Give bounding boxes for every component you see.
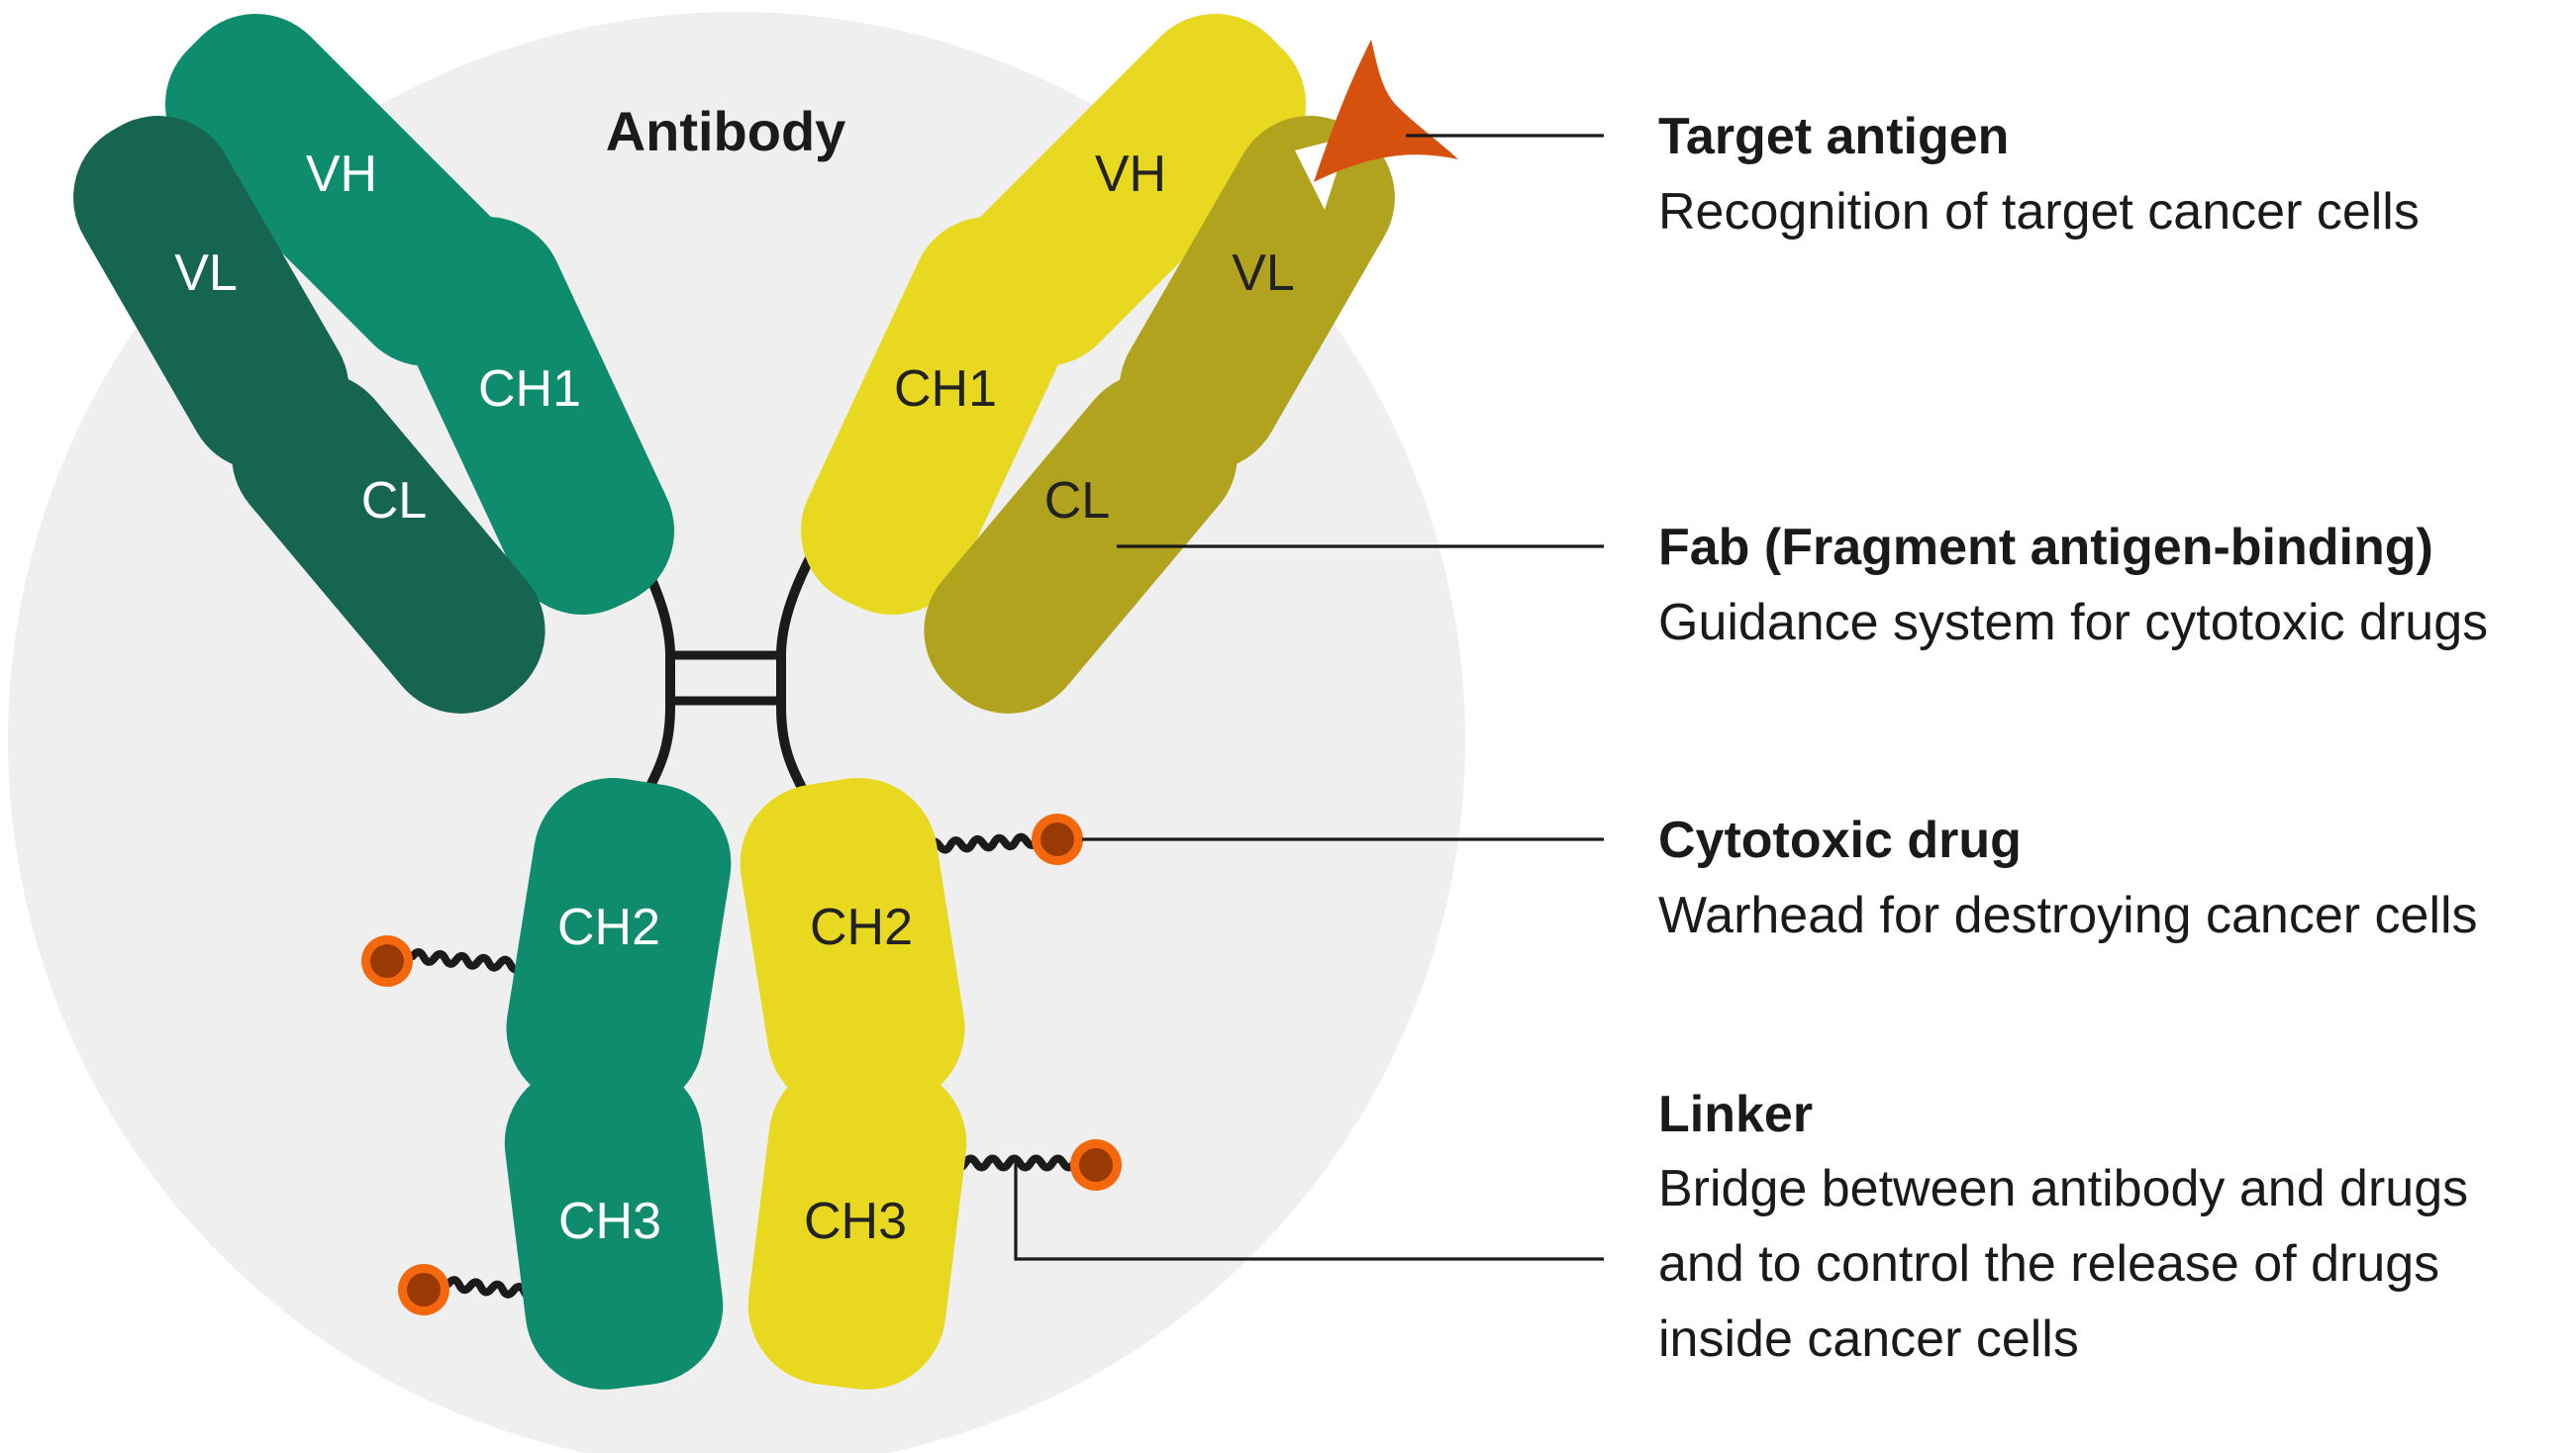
linker-wavy-ch2-right [925,832,1041,854]
leader-line-linker [1014,1156,1604,1261]
annotation-texts: Target antigen Recognition of target can… [1658,108,2488,1368]
cytotoxic-drug-icon [1070,1139,1122,1191]
domain-label-vh-left: VH [306,145,377,203]
domain-label-ch1-left: CH1 [478,360,581,418]
drug-core [1079,1148,1113,1182]
diagram-title: Antibody [606,100,846,162]
drug-core [370,944,404,978]
domain-cl-left [232,371,545,714]
domain-cl-right [924,371,1238,714]
domain-label-ch1-right: CH1 [894,360,997,418]
domain-label-vh-right: VH [1095,145,1166,203]
cytotoxic-drug-icon [1032,814,1083,865]
domain-ch2-left [506,777,732,1114]
domain-label-ch3-left: CH3 [558,1193,661,1250]
annotation-heading-fab: Fab (Fragment antigen-binding) [1658,519,2433,576]
annotation-body-linker-line1: Bridge between antibody and drugs [1658,1160,2468,1217]
annotation-body-cytotoxic-drug: Warhead for destroying cancer cells [1658,887,2478,944]
domain-label-cl-right: CL [1044,472,1110,530]
domain-ch1-right [800,216,1081,616]
annotation-body-target-antigen: Recognition of target cancer cells [1658,183,2420,241]
domain-ch2-right [740,777,965,1114]
drug-core [407,1273,441,1307]
drug-core [1040,823,1074,856]
domain-ch1-left [394,216,675,616]
cytotoxic-drug-icon [361,935,413,987]
annotation-heading-cytotoxic-drug: Cytotoxic drug [1658,812,2022,869]
cytotoxic-drug-icon [398,1264,449,1315]
domain-label-cl-left: CL [361,472,427,530]
annotation-leader-lines [1014,134,1604,1261]
domain-labels: VH VL CH1 CL VH VL CH1 CL CH2 CH3 CH2 CH… [174,145,1295,1250]
domain-ch3-right [747,1059,967,1390]
annotation-body-fab: Guidance system for cytotoxic drugs [1658,594,2488,651]
domain-label-ch3-right: CH3 [804,1193,907,1250]
domain-label-vl-left: VL [174,244,238,302]
domain-ch3-left [504,1059,724,1390]
domain-label-ch2-left: CH2 [557,899,660,956]
antibody-domains [73,13,1395,1390]
annotation-heading-linker: Linker [1658,1086,1813,1143]
domain-label-vl-right: VL [1232,244,1295,302]
annotation-heading-target-antigen: Target antigen [1658,108,2009,165]
linker-wavy-ch3-right [940,1154,1078,1172]
linker-wavy-ch2-left [409,948,526,974]
antibody-background-circle [8,12,1465,1453]
target-antigen-icon [1314,40,1458,182]
annotation-body-linker-line2: and to control the release of drugs [1658,1235,2439,1293]
annotation-body-linker-line3: inside cancer cells [1658,1310,2079,1368]
cytotoxic-drug-payloads [361,814,1122,1315]
domain-label-ch2-right: CH2 [810,899,913,956]
linker-wavy-lines [409,832,1078,1304]
